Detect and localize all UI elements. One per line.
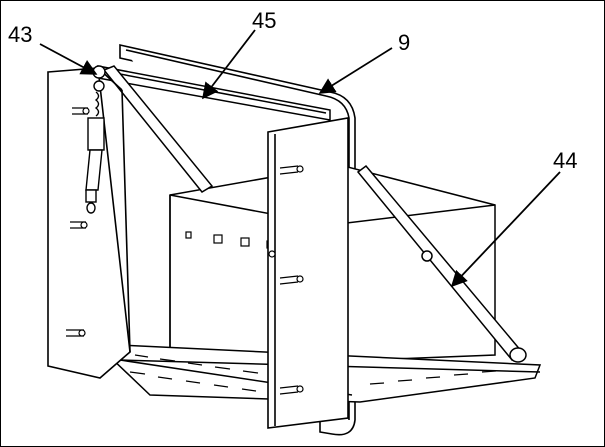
label-43: 43 [8, 22, 32, 47]
label-45: 45 [252, 8, 276, 33]
leader-arrows [39, 29, 561, 288]
front-panel-bolts [279, 165, 304, 395]
left-side-panel [47, 67, 131, 379]
front-upright-panel [267, 117, 349, 429]
label-44: 44 [553, 148, 577, 173]
arrow-45 [202, 29, 256, 100]
arrow-43 [39, 43, 98, 75]
right-support-rod-44 [356, 164, 527, 363]
arrow-44 [450, 171, 561, 288]
left-panel-bolts [66, 107, 90, 337]
box-side-bolt [268, 250, 276, 258]
left-diagonal-brace [102, 65, 214, 193]
arrow-9 [318, 47, 393, 94]
label-9: 9 [398, 30, 410, 55]
